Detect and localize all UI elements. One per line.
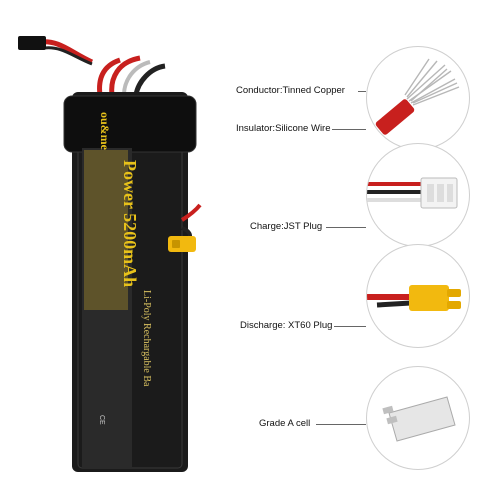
feature-label-charge: Charge:JST Plug <box>250 221 323 232</box>
leader-line <box>358 91 366 92</box>
feature-label-conductor: Conductor:Tinned Copper <box>236 85 345 96</box>
svg-text:CE: CE <box>98 415 105 425</box>
leader-line <box>334 326 366 327</box>
feature-label-discharge: Discharge: XT60 Plug <box>240 320 333 331</box>
feature-label-insulator: Insulator:Silicone Wire <box>236 123 331 134</box>
capacity-text: Power 5200mAh <box>120 160 140 288</box>
leader-line <box>316 424 366 425</box>
leader-line <box>326 227 366 228</box>
lipo-cell-icon <box>366 366 470 470</box>
xt60-plug-icon <box>366 244 470 348</box>
tinned-copper-wire-icon <box>366 46 470 150</box>
leader-line <box>332 129 366 130</box>
feature-label-cell: Grade A cell <box>259 418 311 429</box>
jst-plug-icon <box>366 143 470 247</box>
type-text: Li-Poly Rechargable Ba <box>141 290 152 387</box>
brand-text: ou&me <box>98 112 112 150</box>
